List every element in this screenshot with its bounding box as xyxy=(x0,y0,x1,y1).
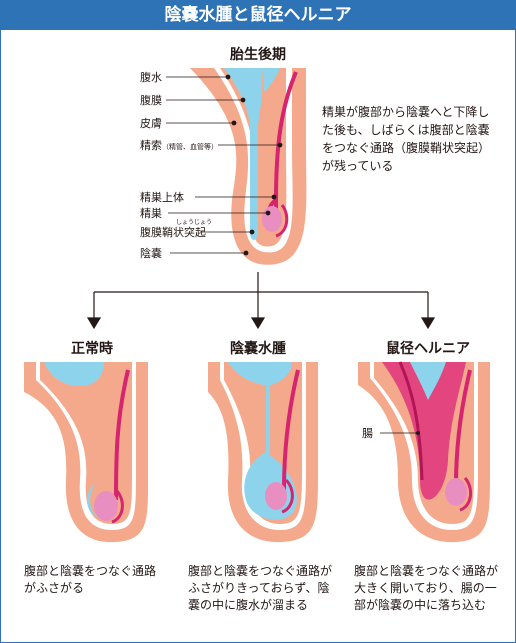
caption-hernia: 腹部と陰嚢をつなぐ通路が大きく開いており、腸の一部が陰嚢の中に落ち込む xyxy=(354,564,499,612)
fetal-cord xyxy=(274,71,298,212)
top-description: 精巣が腹部から陰嚢へと下降した後も、しばらくは腹部と陰嚢をつなぐ通路（腹膜鞘状突… xyxy=(322,105,491,173)
label-scrotum: 陰嚢 xyxy=(140,247,162,260)
panel-title-hydrocele: 陰嚢水腫 xyxy=(230,341,286,357)
label-testis: 精巣 xyxy=(140,207,162,220)
top-heading: 胎生後期 xyxy=(230,47,286,63)
normal-diagram xyxy=(24,362,149,543)
caption-hydrocele: 腹部と陰嚢をつなぐ通路がふさがりきっておらず、陰嚢の中に腹水が溜まる xyxy=(188,564,333,612)
label-peritoneum: 腹膜 xyxy=(140,94,162,107)
fetal-testis xyxy=(262,206,282,232)
label-intestine: 腸 xyxy=(362,427,373,440)
label-processus-vaginalis: 腹膜鞘状突起 xyxy=(140,226,206,239)
label-epididymis: 精巣上体 xyxy=(140,191,184,204)
fetal-diagram xyxy=(190,68,307,265)
label-spermatic-cord: 精索（精管、血管等） xyxy=(140,139,218,152)
connector-arrows xyxy=(86,272,436,330)
hernia-diagram xyxy=(358,361,490,543)
caption-normal: 腹部と陰嚢をつなぐ通路がふさがる xyxy=(24,564,157,595)
panel-title-normal: 正常時 xyxy=(71,341,113,357)
label-ruby: しょうじょう xyxy=(176,219,213,226)
hydrocele-diagram xyxy=(208,362,318,543)
label-ascites: 腹水 xyxy=(140,71,162,84)
panel-title-hernia: 鼠径ヘルニア xyxy=(386,341,470,357)
leader-lines xyxy=(166,74,283,256)
figure-title: 陰嚢水腫と鼠径ヘルニア xyxy=(0,0,516,30)
label-skin: 皮膚 xyxy=(140,117,162,130)
label-spermatic-cord-note: （精管、血管等） xyxy=(162,143,218,151)
